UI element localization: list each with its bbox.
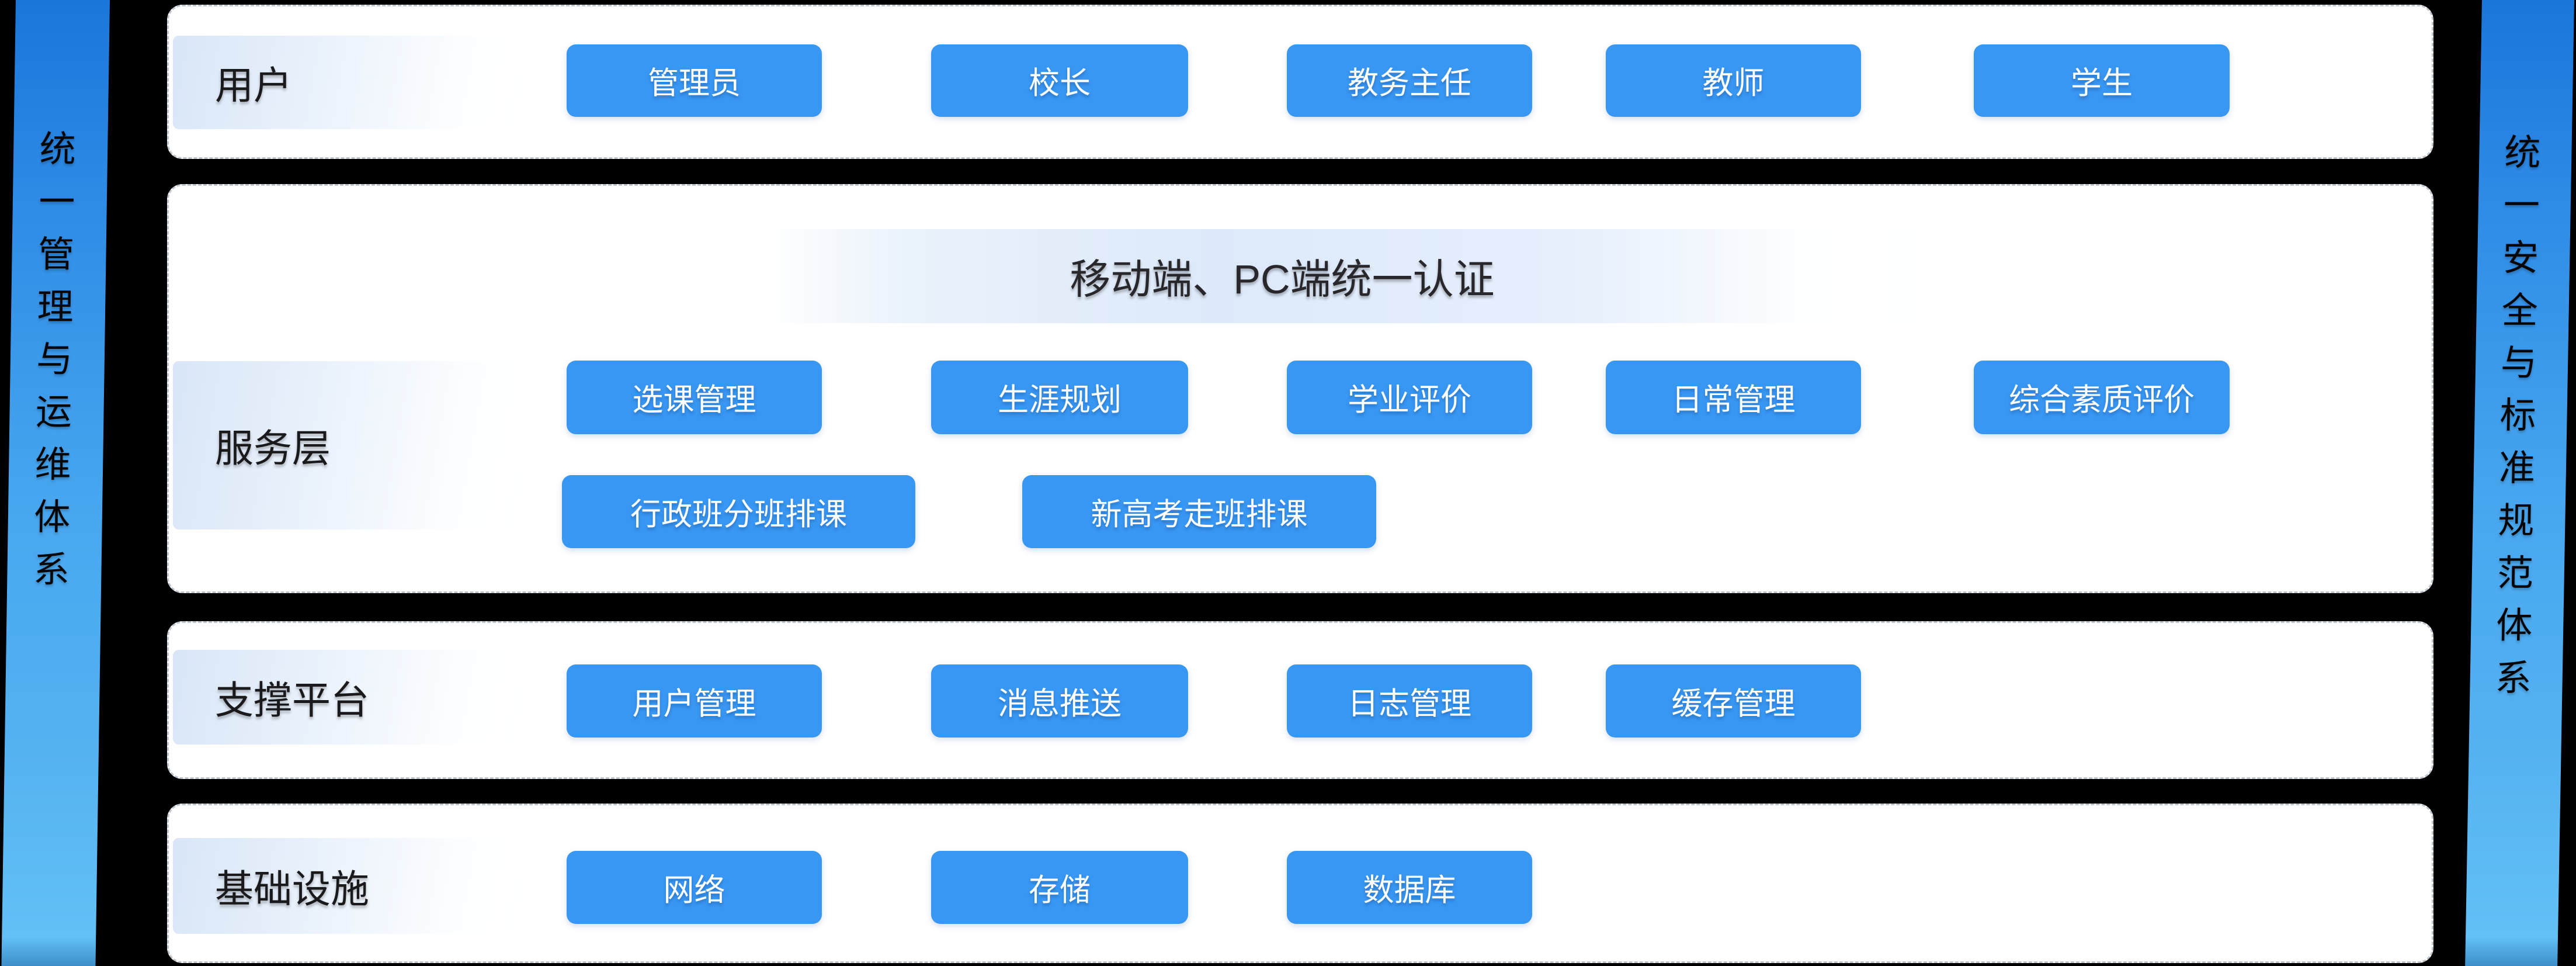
button-cache-management[interactable]: 缓存管理 bbox=[1606, 664, 1861, 738]
row-label-infrastructure: 基础设施 bbox=[173, 838, 520, 934]
button-teacher[interactable]: 教师 bbox=[1606, 44, 1861, 117]
button-network[interactable]: 网络 bbox=[567, 851, 822, 924]
button-academic-evaluation[interactable]: 学业评价 bbox=[1287, 361, 1532, 434]
row-label-service-layer: 服务层 bbox=[173, 361, 520, 529]
row-label-service-layer-text: 服务层 bbox=[215, 427, 331, 470]
button-student[interactable]: 学生 bbox=[1974, 44, 2230, 117]
right-ribbon: 统一安全与标准规范体系 bbox=[2465, 0, 2574, 966]
button-daily-management[interactable]: 日常管理 bbox=[1606, 361, 1861, 434]
row-label-support-platform-text: 支撑平台 bbox=[215, 678, 369, 722]
right-ribbon-label: 统一安全与标准规范体系 bbox=[2488, 133, 2540, 711]
left-ribbon-label: 统一管理与运维体系 bbox=[27, 130, 75, 603]
left-ribbon: 统一管理与运维体系 bbox=[1, 0, 110, 966]
button-gaokao-mobile-class-scheduling[interactable]: 新高考走班排课 bbox=[1022, 475, 1376, 548]
button-storage[interactable]: 存储 bbox=[931, 851, 1188, 924]
row-label-support-platform: 支撑平台 bbox=[173, 650, 520, 745]
button-database[interactable]: 数据库 bbox=[1287, 851, 1532, 924]
row-label-infrastructure-text: 基础设施 bbox=[215, 867, 369, 910]
auth-banner-text: 移动端、PC端统一认证 bbox=[1070, 257, 1495, 302]
button-course-selection[interactable]: 选课管理 bbox=[567, 361, 822, 434]
row-label-users-text: 用户 bbox=[215, 64, 292, 107]
button-comprehensive-quality-evaluation[interactable]: 综合素质评价 bbox=[1974, 361, 2230, 434]
row-label-users: 用户 bbox=[173, 36, 520, 129]
button-message-push[interactable]: 消息推送 bbox=[931, 664, 1188, 738]
auth-banner: 移动端、PC端统一认证 bbox=[765, 229, 1945, 323]
button-log-management[interactable]: 日志管理 bbox=[1287, 664, 1532, 738]
button-career-planning[interactable]: 生涯规划 bbox=[931, 361, 1188, 434]
button-admin-class-scheduling[interactable]: 行政班分班排课 bbox=[562, 475, 915, 548]
button-principal[interactable]: 校长 bbox=[931, 44, 1188, 117]
button-academic-director[interactable]: 教务主任 bbox=[1287, 44, 1532, 117]
button-admin[interactable]: 管理员 bbox=[567, 44, 822, 117]
button-user-management[interactable]: 用户管理 bbox=[567, 664, 822, 738]
